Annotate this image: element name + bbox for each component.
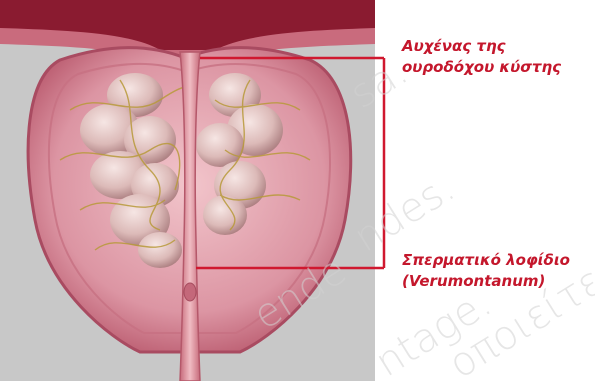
- label-verumontanum: Σπερματικό λοφίδιο (Verumontanum): [402, 250, 570, 292]
- label-verumontanum-line2: (Verumontanum): [402, 271, 570, 292]
- label-bladder-neck-line2: ουροδόχου κύστης: [402, 57, 561, 78]
- verumontanum: [184, 283, 196, 301]
- label-bladder-neck: Αυχένας της ουροδόχου κύστης: [402, 36, 561, 78]
- label-bladder-neck-line1: Αυχένας της: [402, 36, 561, 57]
- label-verumontanum-line1: Σπερματικό λοφίδιο: [402, 250, 570, 271]
